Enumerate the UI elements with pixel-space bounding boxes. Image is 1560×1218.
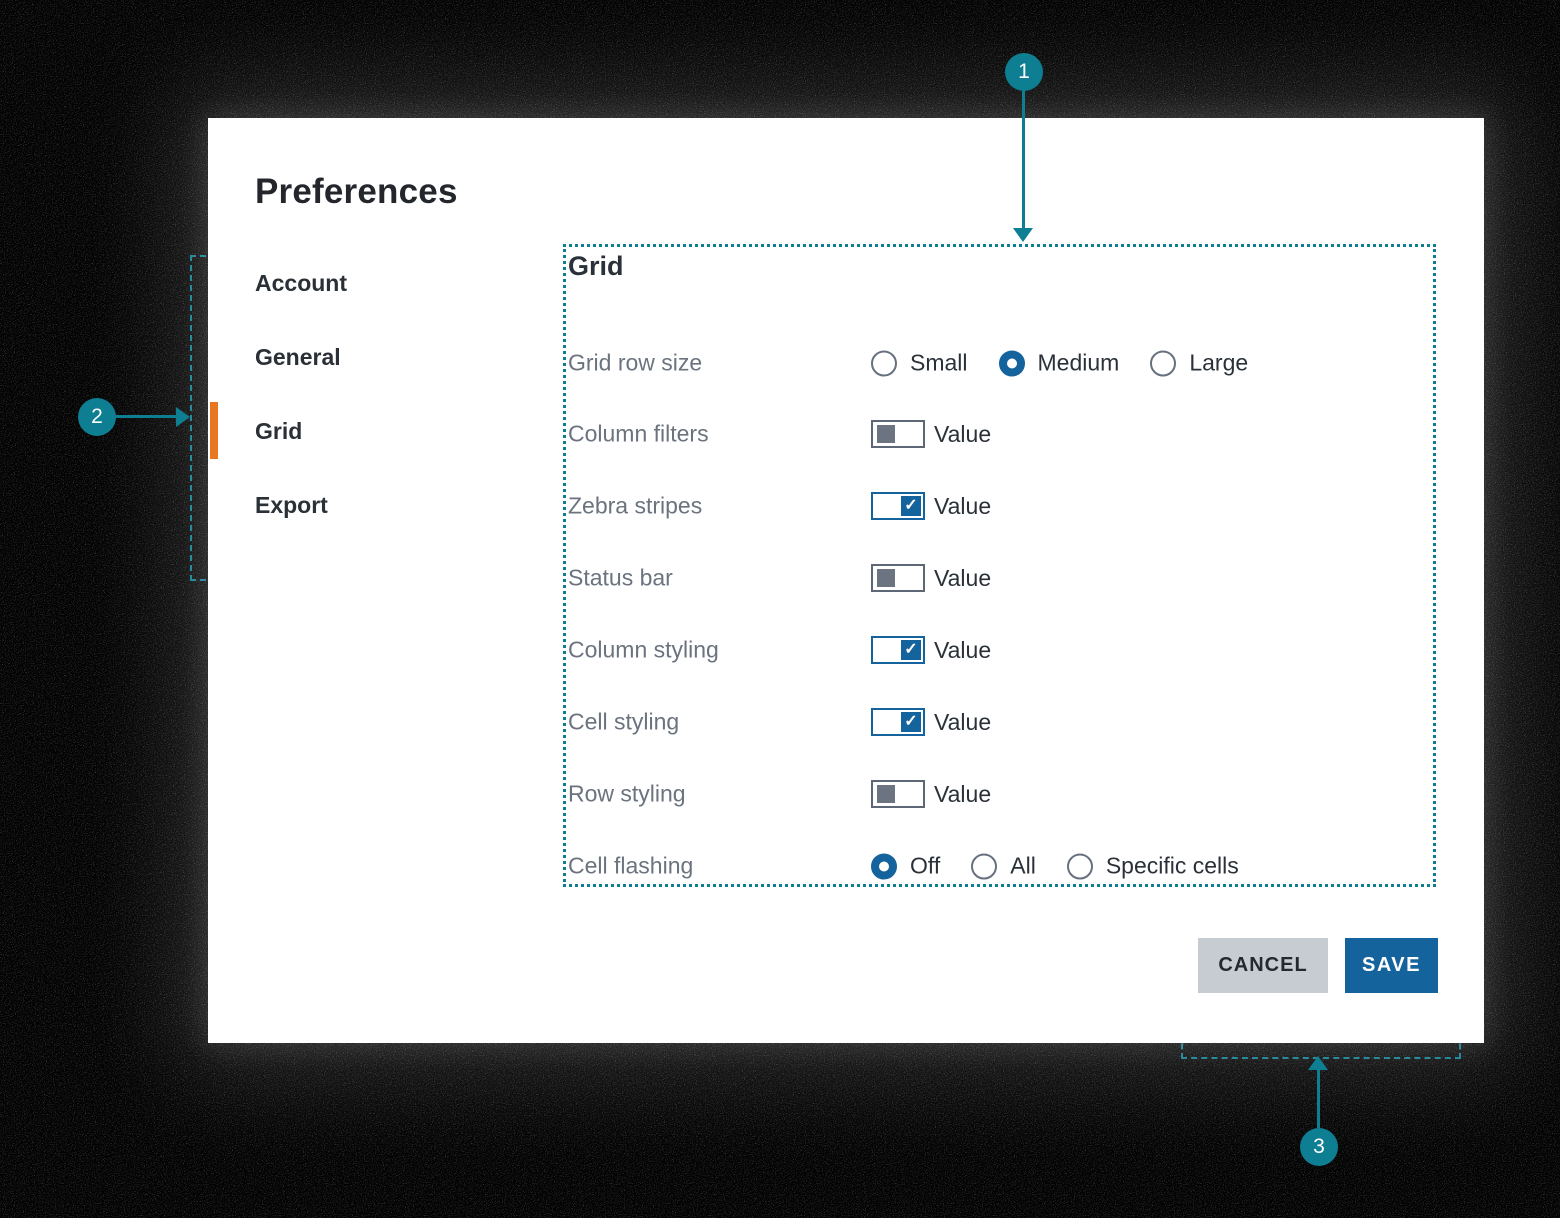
panel-heading: Grid — [568, 251, 624, 281]
settings-row-column-filters: Column filters Value — [568, 418, 1427, 450]
checkmark-icon: ✓ — [901, 712, 921, 732]
radio-option-label: Specific cells — [1105, 852, 1239, 879]
grid-row-size-control: Small Medium Large — [871, 350, 1248, 377]
radio-unselected-icon[interactable] — [1150, 350, 1177, 376]
value-label: Value — [934, 420, 992, 447]
settings-row-cell-flashing: Cell flashing Off All Specific cells — [568, 850, 1427, 882]
radio-option-label: All — [1010, 852, 1036, 879]
toggle-knob — [877, 569, 895, 587]
setting-label: Status bar — [568, 564, 673, 591]
settings-row-cell-styling: Cell styling ✓ Value — [568, 706, 1427, 738]
annotation-badge-1: 1 — [1005, 53, 1043, 91]
radio-option-specific-cells[interactable]: Specific cells — [1066, 852, 1239, 880]
annotation-arrowhead-1-icon — [1013, 228, 1033, 242]
setting-label: Row styling — [568, 780, 686, 807]
annotation-arrowhead-3-icon — [1308, 1056, 1328, 1070]
sidebar-active-indicator — [210, 402, 218, 459]
toggle-off[interactable] — [871, 780, 925, 808]
status-bar-control: Value — [871, 564, 991, 592]
radio-option-label: Large — [1189, 349, 1249, 376]
zebra-stripes-control: ✓ Value — [871, 492, 991, 520]
annotation-arrow-3 — [1317, 1070, 1320, 1128]
radio-option-medium[interactable]: Medium — [998, 349, 1120, 377]
radio-selected-icon[interactable] — [998, 350, 1025, 376]
value-label: Value — [934, 708, 992, 735]
setting-label: Column filters — [568, 420, 709, 447]
sidebar-item-general[interactable]: General — [255, 344, 341, 370]
value-label: Value — [934, 492, 992, 519]
toggle-off[interactable] — [871, 420, 925, 448]
settings-row-zebra-stripes: Zebra stripes ✓ Value — [568, 490, 1427, 522]
setting-label: Cell flashing — [568, 852, 694, 879]
column-filters-control: Value — [871, 420, 991, 448]
radio-selected-icon[interactable] — [871, 853, 897, 879]
radio-option-small[interactable]: Small — [871, 350, 968, 377]
cell-styling-control: ✓ Value — [871, 708, 991, 736]
radio-unselected-icon[interactable] — [971, 853, 998, 879]
settings-row-column-styling: Column styling ✓ Value — [568, 634, 1427, 666]
cell-flashing-control: Off All Specific cells — [871, 853, 1239, 880]
toggle-on[interactable]: ✓ — [871, 708, 925, 736]
annotation-badge-2: 2 — [78, 398, 116, 436]
setting-label: Grid row size — [568, 349, 703, 376]
setting-label: Column styling — [568, 636, 719, 663]
sidebar-item-grid[interactable]: Grid — [255, 418, 303, 444]
setting-label: Cell styling — [568, 708, 680, 735]
settings-row-grid-row-size: Grid row size Small Medium Large — [568, 347, 1427, 379]
annotation-arrow-1 — [1022, 90, 1025, 228]
radio-unselected-icon[interactable] — [871, 350, 897, 376]
radio-option-label: Off — [910, 852, 941, 879]
toggle-on[interactable]: ✓ — [871, 636, 925, 664]
radio-option-large[interactable]: Large — [1150, 350, 1248, 377]
save-button[interactable]: SAVE — [1345, 938, 1438, 993]
radio-option-label: Small — [910, 349, 968, 376]
radio-option-off[interactable]: Off — [871, 853, 940, 880]
value-label: Value — [934, 780, 992, 807]
radio-option-label: Medium — [1037, 349, 1120, 376]
settings-row-status-bar: Status bar Value — [568, 562, 1427, 594]
sidebar-item-account[interactable]: Account — [255, 270, 347, 296]
toggle-off[interactable] — [871, 564, 925, 592]
column-styling-control: ✓ Value — [871, 636, 991, 664]
toggle-knob — [877, 785, 895, 803]
cancel-button[interactable]: CANCEL — [1198, 938, 1328, 993]
value-label: Value — [934, 636, 992, 663]
radio-option-all[interactable]: All — [971, 853, 1036, 880]
sidebar-item-export[interactable]: Export — [255, 492, 328, 518]
annotation-arrow-2 — [116, 415, 176, 418]
toggle-knob — [877, 425, 895, 443]
setting-label: Zebra stripes — [568, 492, 703, 519]
settings-row-row-styling: Row styling Value — [568, 778, 1427, 810]
row-styling-control: Value — [871, 780, 991, 808]
value-label: Value — [934, 564, 992, 591]
checkmark-icon: ✓ — [901, 640, 921, 660]
toggle-on[interactable]: ✓ — [871, 492, 925, 520]
radio-unselected-icon[interactable] — [1066, 853, 1093, 879]
checkmark-icon: ✓ — [901, 496, 921, 516]
annotation-badge-3: 3 — [1300, 1128, 1338, 1166]
annotation-arrowhead-2-icon — [176, 407, 190, 427]
